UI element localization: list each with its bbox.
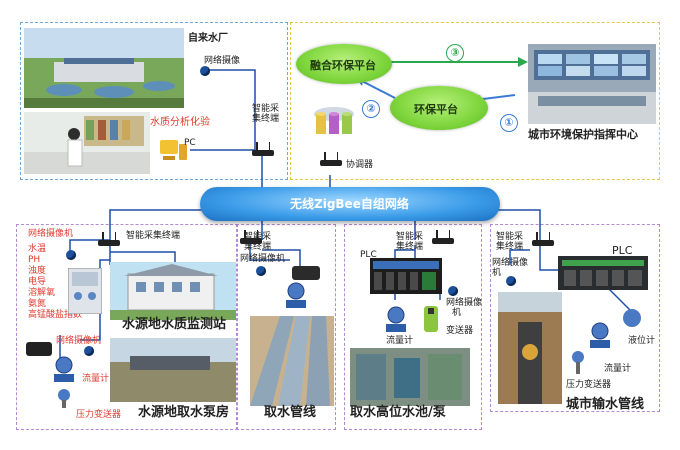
command-center-label: 城市环境保护指挥中心 <box>528 128 638 141</box>
p4-plc-unit <box>558 256 648 290</box>
city-pipe-region <box>490 224 660 412</box>
fusion-platform-label: 融合环保平台 <box>310 59 376 72</box>
p1-pressure-label: 压力变送器 <box>76 410 122 420</box>
source-station-region <box>16 224 238 430</box>
p4-level-label: 液位计 <box>628 336 656 346</box>
p2-camera-icon <box>256 266 266 276</box>
p4-plc-label: PLC <box>612 244 633 257</box>
p1-camera2-label: 网络摄像机 <box>56 336 102 346</box>
terminal-label-top-2: 集终端 <box>252 114 280 124</box>
p4-terminal-label-2: 集终端 <box>496 242 524 252</box>
p4-level-meter-icon <box>622 308 642 328</box>
lab-photo <box>24 112 150 174</box>
fusion-platform-cloud[interactable] <box>296 44 392 84</box>
camera-label: 网络摄像 <box>204 56 241 66</box>
p1-controller-icon <box>26 342 52 356</box>
p4-camera-label-2: 机 <box>492 268 502 278</box>
param-item: 水温 <box>28 244 47 254</box>
p1-camera-label: 网络摄像机 <box>28 229 74 239</box>
p3-pool-label: 取水高位水池/泵 <box>350 405 446 420</box>
p2-pipe-label: 取水管线 <box>264 405 317 420</box>
p4-pressure-label: 压力变送器 <box>566 380 612 390</box>
p2-terminal-label-2: 集终端 <box>244 242 272 252</box>
p1-camera2-icon <box>84 346 94 356</box>
p2-controller-icon <box>292 266 320 280</box>
p4-pipe-photo <box>498 292 562 404</box>
p4-pressure-icon <box>570 350 586 374</box>
env-platform-label: 环保平台 <box>414 103 458 116</box>
param-item: 氨氮 <box>28 299 47 309</box>
coordinator-router-icon <box>320 152 342 166</box>
p1-flow-label: 流量计 <box>82 374 110 384</box>
water-plant-photo <box>24 28 184 108</box>
step-2-badge: ② <box>362 100 380 118</box>
p3-plc-unit <box>370 258 442 294</box>
water-plant-label: 自来水厂 <box>188 33 228 44</box>
p1-flowmeter-icon <box>52 356 76 386</box>
p1-pressure-icon <box>56 388 72 408</box>
waterworks-region <box>20 22 288 180</box>
pc-icon <box>160 140 188 162</box>
env-platform-cloud[interactable] <box>390 86 488 130</box>
p1-terminal-label: 智能采集终端 <box>126 231 181 241</box>
p2-terminal-router-icon <box>240 230 262 244</box>
param-item: 溶解氧 <box>28 288 56 298</box>
terminal-router-icon <box>252 142 274 156</box>
p1-terminal-router-icon <box>98 232 120 246</box>
high-pool-region <box>344 224 482 430</box>
p1-station-label: 水源地水质监测站 <box>122 317 227 332</box>
p4-terminal-label-1: 智能采 <box>496 232 524 242</box>
p4-terminal-router-icon <box>532 232 554 246</box>
p3-pool-photo <box>350 348 470 406</box>
p2-terminal-label-1: 智能采 <box>244 232 272 242</box>
p3-terminal-label-2: 集终端 <box>396 242 424 252</box>
coordinator-label: 协调器 <box>346 160 374 170</box>
p2-pipe-photo <box>250 316 334 406</box>
p1-station-photo <box>110 262 236 320</box>
p3-camera-label-2: 机 <box>452 308 462 318</box>
terminal-label-top-1: 智能采 <box>252 104 280 114</box>
zigbee-network-cloud[interactable] <box>200 187 500 221</box>
p4-pipe-label: 城市输水管线 <box>566 397 645 412</box>
p3-camera-label-1: 网络摄像 <box>446 298 483 308</box>
p3-flowmeter-icon <box>384 306 408 334</box>
p3-flow-label: 流量计 <box>386 336 414 346</box>
p3-terminal-router-icon <box>432 230 454 244</box>
p3-plc-label: PLC <box>360 250 377 260</box>
param-item: 浊度 <box>28 266 47 276</box>
p1-pump-photo <box>110 338 236 402</box>
p4-flow-label: 流量计 <box>604 364 632 374</box>
camera-icon <box>200 66 210 76</box>
p1-pump-label: 水源地取水泵房 <box>138 405 230 420</box>
step-3-badge: ③ <box>446 44 464 62</box>
p4-flowmeter-icon <box>588 322 612 350</box>
p3-camera-icon <box>448 286 458 296</box>
zigbee-network-label: 无线ZigBee自组网络 <box>290 197 409 211</box>
param-item: PH <box>28 255 41 265</box>
p1-camera-icon <box>66 250 76 260</box>
lab-label: 水质分析化验 <box>150 117 210 128</box>
p4-camera-icon <box>506 276 516 286</box>
intake-pipe-region <box>236 224 336 430</box>
p3-terminal-label-1: 智能采 <box>396 232 424 242</box>
p2-camera-label: 网络摄像机 <box>240 254 286 264</box>
p3-transmitter-icon <box>424 306 438 332</box>
param-item: 电导 <box>28 277 47 287</box>
command-center-photo <box>528 44 656 124</box>
p2-flowmeter-icon <box>284 282 308 310</box>
p1-analyzer-cabinet <box>67 267 103 315</box>
p3-pressure-label: 变送器 <box>446 326 474 336</box>
param-item: 高锰酸盐指数 <box>28 310 83 320</box>
database-icon <box>312 106 356 138</box>
step-1-badge: ① <box>500 114 518 132</box>
platform-region <box>290 22 660 180</box>
p4-camera-label-1: 网络摄像 <box>492 258 529 268</box>
pc-label: PC <box>184 138 196 148</box>
